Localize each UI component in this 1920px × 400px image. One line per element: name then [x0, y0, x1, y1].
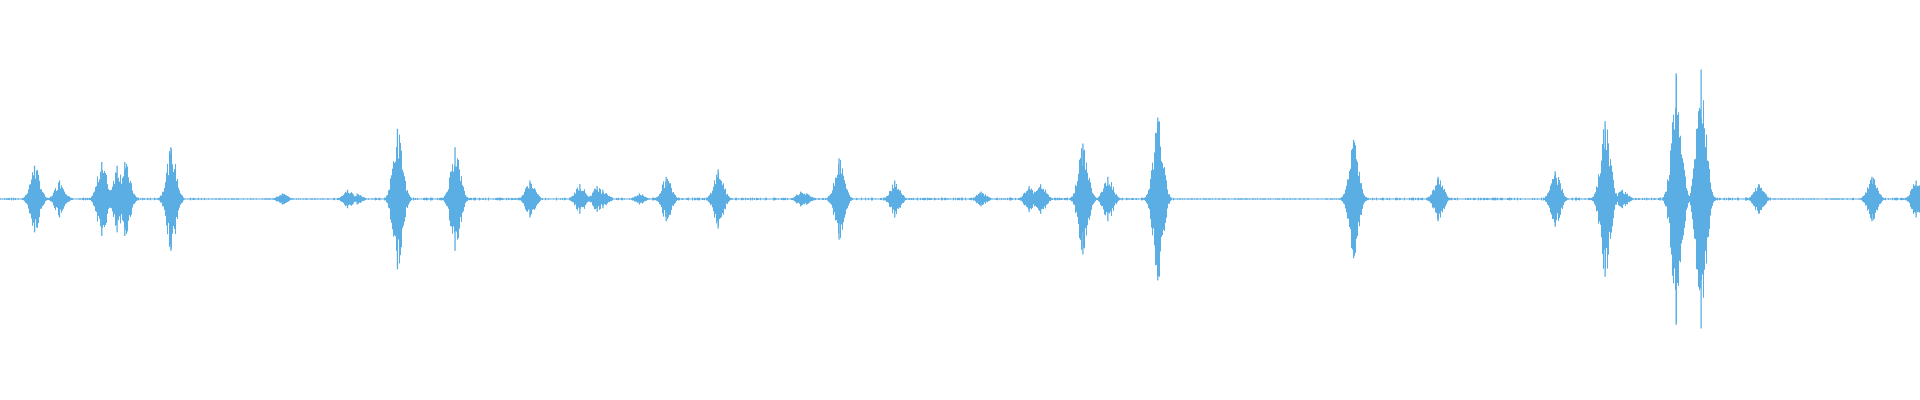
waveform-samples [0, 75, 1920, 323]
